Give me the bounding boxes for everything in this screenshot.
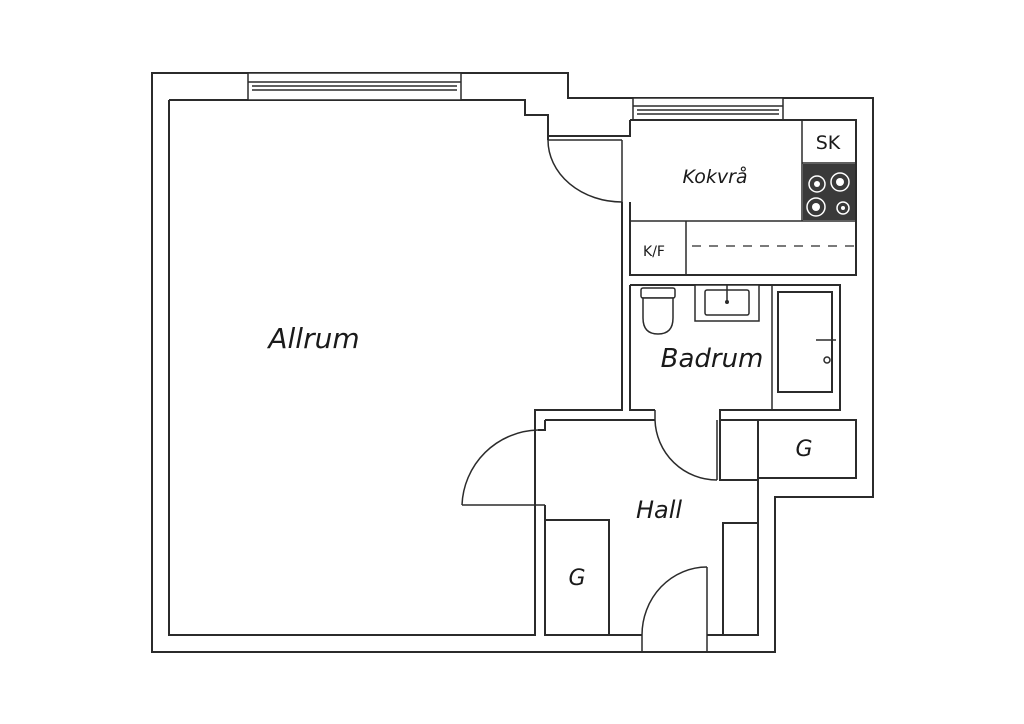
- door-entrance: [641, 566, 708, 652]
- outer-wall: [151, 72, 874, 653]
- badrum-west-wall: [629, 285, 655, 411]
- garderob-hall: [544, 519, 610, 636]
- bathtub-icon: [777, 291, 836, 393]
- room-label-hall: Hall: [636, 496, 682, 524]
- room-label-allrum: Allrum: [266, 322, 359, 355]
- allrum-inner-wall: [169, 99, 631, 137]
- room-label-badrum: Badrum: [661, 344, 764, 374]
- fixture-label-sk: SK: [816, 132, 841, 154]
- door-kokvra: [547, 139, 623, 203]
- hall-inner-west: [538, 420, 546, 431]
- kokvra-wall: [629, 119, 857, 276]
- door-badrum: [654, 410, 718, 481]
- allrum-west-wall: [168, 100, 623, 636]
- window-kokvra: [632, 97, 784, 121]
- hall-lower-east: [707, 478, 759, 636]
- badrum-wall: [630, 284, 841, 481]
- fixture-label-kf: K/F: [643, 244, 665, 260]
- stove-icon: [803, 164, 855, 220]
- door-hall-allrum: [461, 429, 545, 506]
- sink-icon: [694, 284, 760, 322]
- toilet-icon: [640, 287, 676, 335]
- garderob-right: [757, 419, 857, 479]
- room-label-garderob-hall: G: [568, 566, 585, 591]
- window-allrum: [247, 72, 462, 101]
- room-label-garderob-right: G: [795, 437, 812, 462]
- hall-cabinet: [722, 522, 759, 636]
- room-label-kokvra: Kokvrå: [682, 165, 747, 188]
